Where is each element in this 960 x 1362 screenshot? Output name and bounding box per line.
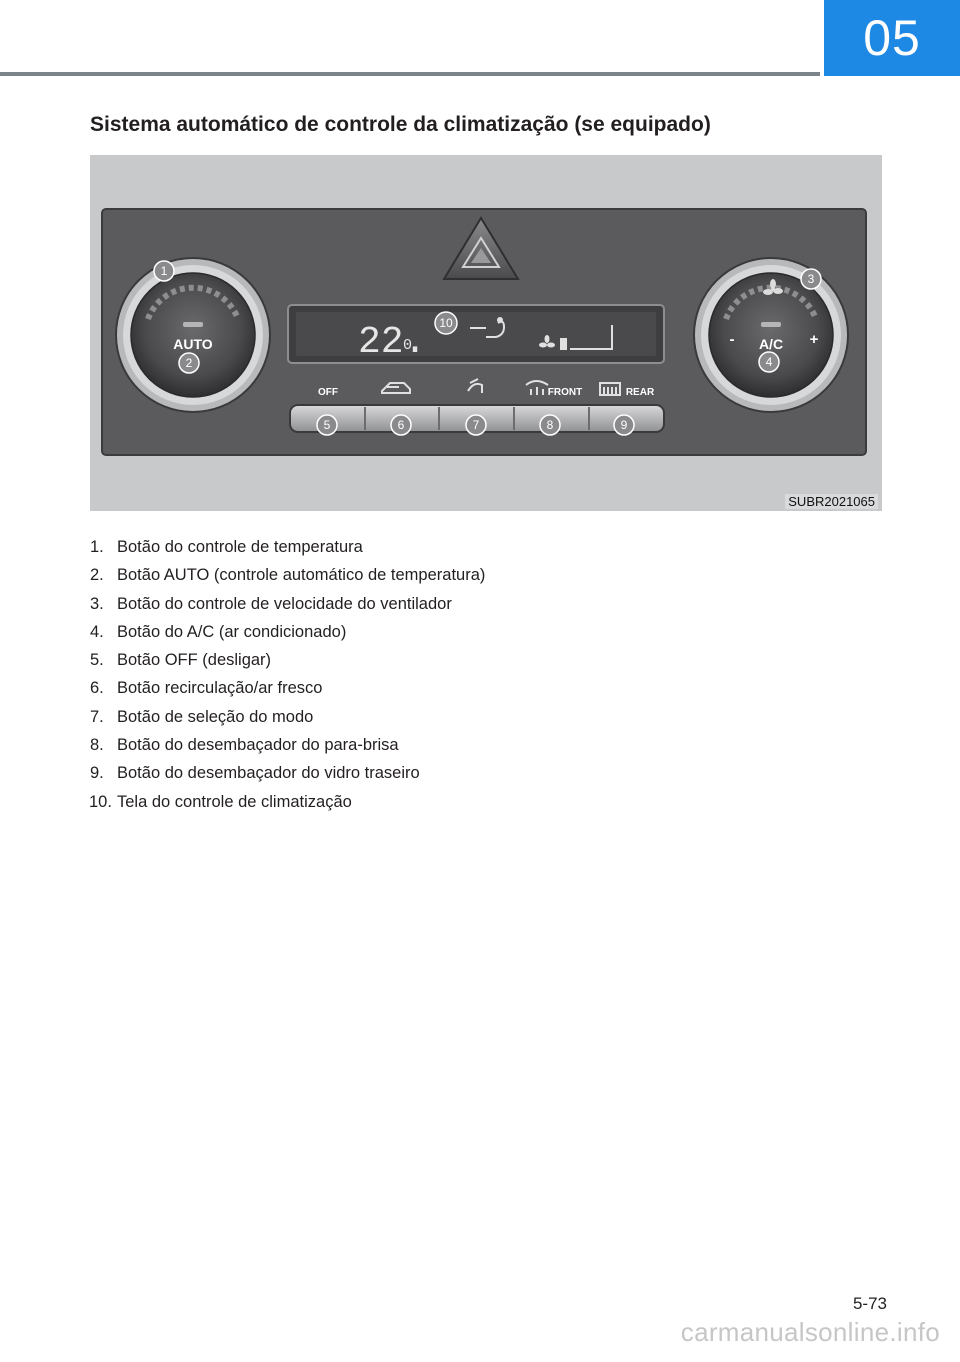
item-text: Botão do controle de temperatura: [117, 538, 363, 556]
callout-7: 7: [466, 415, 486, 435]
rear-label: REAR: [626, 387, 655, 398]
callout-8: 8: [540, 415, 560, 435]
display-temperature: 22.: [358, 321, 426, 364]
svg-text:2: 2: [186, 356, 193, 370]
item-text: Botão do controle de velocidade do venti…: [117, 595, 452, 613]
item-text: Botão recirculação/ar fresco: [117, 679, 322, 697]
off-label: OFF: [318, 387, 338, 398]
item-text: Botão OFF (desligar): [117, 651, 271, 669]
front-label: FRONT: [548, 387, 582, 398]
list-item: 2. Botão AUTO (controle automático de tem…: [90, 561, 870, 589]
list-item: 1. Botão do controle de temperatura: [90, 533, 870, 561]
svg-text:10: 10: [439, 316, 453, 330]
fan-speed-knob: A/C - +: [694, 258, 848, 412]
section-title: Sistema automático de controle da climat…: [90, 113, 711, 137]
list-item: 9. Botão do desembaçador do vidro traseir…: [90, 759, 870, 787]
climate-control-figure: AUTO A/C - + 22. 0: [90, 155, 882, 511]
item-text: Botão do desembaçador do vidro traseiro: [117, 764, 420, 782]
item-text: Tela do controle de climatização: [117, 793, 352, 811]
callout-2: 2: [179, 353, 199, 373]
list-item: 8. Botão do desembaçador do para-brisa: [90, 731, 870, 759]
item-text: Botão do desembaçador do para-brisa: [117, 736, 399, 754]
callout-10: 10: [435, 312, 457, 334]
item-text: Botão AUTO (controle automático de tempe…: [117, 566, 485, 584]
watermark[interactable]: carmanualsonline.info: [681, 1317, 940, 1348]
item-number: 2.: [90, 561, 104, 589]
climate-panel-illustration: AUTO A/C - + 22. 0: [90, 155, 882, 511]
list-item: 3. Botão do controle de velocidade do ven…: [90, 590, 870, 618]
climate-display: 22. 0: [288, 305, 664, 364]
svg-text:3: 3: [808, 272, 815, 286]
ac-label: A/C: [759, 336, 783, 352]
svg-text:4: 4: [766, 355, 773, 369]
callout-9: 9: [614, 415, 634, 435]
item-number: 4.: [90, 618, 104, 646]
chapter-tab: 05: [824, 0, 960, 76]
figure-code: SUBR2021065: [785, 494, 878, 509]
list-item: 4. Botão do A/C (ar condicionado): [90, 618, 870, 646]
callout-1: 1: [154, 261, 174, 281]
callout-4: 4: [759, 352, 779, 372]
temperature-knob: AUTO: [116, 258, 270, 412]
plus-label: +: [810, 331, 819, 348]
item-number: 3.: [90, 590, 104, 618]
svg-text:9: 9: [621, 418, 628, 432]
list-item: 5. Botão OFF (desligar): [90, 646, 870, 674]
callout-3: 3: [801, 269, 821, 289]
item-number: 7.: [90, 703, 104, 731]
list-item: 7. Botão de seleção do modo: [90, 703, 870, 731]
item-number: 6.: [90, 674, 104, 702]
legend-list: 1. Botão do controle de temperatura 2. Bot…: [90, 533, 870, 816]
item-text: Botão de seleção do modo: [117, 708, 313, 726]
item-number: 10.: [89, 788, 112, 816]
item-number: 8.: [90, 731, 104, 759]
svg-text:5: 5: [324, 418, 331, 432]
callout-6: 6: [391, 415, 411, 435]
item-text: Botão do A/C (ar condicionado): [117, 623, 346, 641]
item-number: 9.: [90, 759, 104, 787]
item-number: 5.: [90, 646, 104, 674]
list-item: 6. Botão recirculação/ar fresco: [90, 674, 870, 702]
item-number: 1.: [90, 533, 104, 561]
minus-label: -: [730, 331, 735, 348]
svg-text:1: 1: [161, 264, 168, 278]
auto-label: AUTO: [173, 336, 213, 352]
callout-5: 5: [317, 415, 337, 435]
svg-text:8: 8: [547, 418, 554, 432]
list-item: 10. Tela do controle de climatização: [90, 788, 870, 816]
svg-text:7: 7: [473, 418, 480, 432]
page-number: 5-73: [853, 1294, 887, 1314]
svg-text:6: 6: [398, 418, 405, 432]
display-unit: 0: [403, 337, 412, 354]
header-rule: [0, 72, 820, 76]
